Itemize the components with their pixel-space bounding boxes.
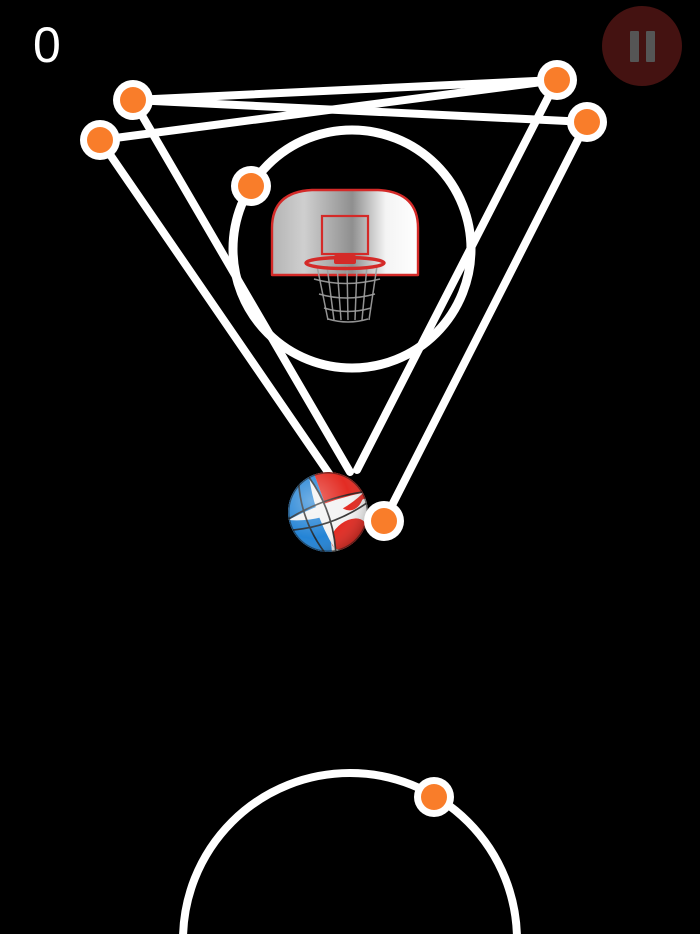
backboard [270, 188, 420, 277]
peg-top-right[interactable] [537, 60, 577, 100]
basketball-hoop [270, 188, 420, 323]
peg-left[interactable] [80, 120, 120, 160]
rope-layer [96, 76, 591, 525]
peg-ball-anchor[interactable] [364, 501, 404, 541]
backboard-target-square [320, 214, 370, 256]
peg-layer[interactable] [80, 60, 607, 817]
rope-topleft-to-topright [129, 76, 561, 104]
peg-bottom-circle[interactable] [414, 777, 454, 817]
pause-icon [629, 30, 639, 62]
pause-icon-bar-2 [645, 30, 655, 62]
hoop-ring-circle[interactable] [228, 125, 476, 373]
score-display: 0 [33, 17, 61, 73]
peg-top-left[interactable] [113, 80, 153, 120]
rope-left-to-ball [96, 136, 336, 482]
rope-topright-to-ball [353, 76, 561, 474]
rim-bracket [334, 255, 356, 264]
bottom-ring-circle[interactable] [179, 769, 521, 934]
pause-button[interactable] [602, 6, 682, 86]
rope-right-to-ballpeg [380, 118, 591, 525]
hoop-net [313, 265, 381, 323]
peg-right[interactable] [567, 102, 607, 142]
peg-hoop-ring[interactable] [231, 166, 271, 206]
basketball[interactable] [255, 450, 391, 576]
rope-topleft-to-right [129, 96, 591, 126]
